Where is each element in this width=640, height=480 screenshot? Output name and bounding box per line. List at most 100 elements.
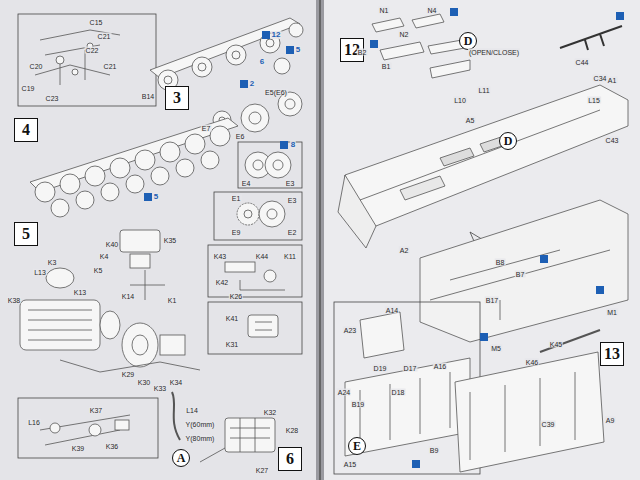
step-label: 13 [604,346,620,362]
section-letter-circle: D [459,32,477,50]
step-5-drawing-part [132,335,148,355]
part-number: A2 [399,247,410,254]
instruction-icons-part [412,460,420,468]
step-number-box: 3 [165,86,189,110]
step-3-drawing-part [192,57,212,77]
step-3-drawing-part [249,112,261,124]
part-number: B2 [357,49,368,56]
step-number-box: 13 [600,342,624,366]
step-4-drawing-part [253,160,263,170]
step-5-drawing-part [89,424,101,436]
part-number: Y(60mm) [185,421,216,428]
part-number: K27 [255,467,269,474]
part-number: A1 [607,77,618,84]
section-letter-circle: D [499,132,517,150]
part-number: K33 [153,385,167,392]
part-number: K43 [213,253,227,260]
step-4-drawing-part [273,160,283,170]
instruction-icons-part [596,286,604,294]
step-4-drawing-part [185,134,205,154]
part-number: E6 [235,133,246,140]
part-number: K1 [167,297,178,304]
step-4-drawing-part [201,151,219,169]
part-number: K46 [525,359,539,366]
part-number: B19 [351,401,365,408]
step-number-box: 4 [14,118,38,142]
instruction-icons-part [240,80,248,88]
step-3-drawing-part [226,45,246,65]
part-number: L11 [477,87,490,94]
part-number: L13 [33,269,47,276]
part-number: M5 [490,345,502,352]
part-number: A5 [465,117,476,124]
part-number: K35 [163,237,177,244]
part-number: B17 [485,297,499,304]
part-number: C19 [21,85,36,92]
section-letter-circle: E [348,437,366,455]
instruction-icons-part [280,141,288,149]
step-4-drawing-part [210,126,230,146]
part-number: D19 [373,365,388,372]
step-5-drawing-part [130,254,150,268]
part-number: L14 [185,407,199,414]
part-number: A23 [343,327,357,334]
detail-frame [208,302,302,354]
detail-frame [18,14,156,106]
step-3-drawing-part [164,76,172,84]
step-5-drawing-part [115,420,129,430]
part-number: C15 [89,19,104,26]
part-number: K30 [137,379,151,386]
part-number: A24 [337,389,351,396]
quantity-number: 5 [295,46,301,54]
step-12-drawing-part [400,176,445,200]
step-5-drawing-part [120,230,160,252]
part-number: E5(E6) [264,89,288,96]
part-number: E9 [231,229,242,236]
section-letter-circle: A [172,449,190,467]
part-number: C20 [29,63,44,70]
left-page [0,0,318,480]
part-number: A9 [605,417,616,424]
step-4-drawing-part [259,201,285,227]
part-number: K45 [549,341,563,348]
right-page [322,0,640,480]
part-number: B9 [429,447,440,454]
step-3-drawing-part [72,69,78,75]
step-4-drawing-part [60,174,80,194]
step-4-drawing-part [101,183,119,201]
part-number: K14 [121,293,135,300]
instruction-icons-part [540,255,548,263]
step-label: 5 [22,226,30,242]
step-3-drawing [18,14,303,132]
part-number: K28 [285,427,299,434]
part-number: E4 [241,180,252,187]
part-number: C23 [45,95,60,102]
part-number: K36 [105,443,119,450]
step-5-drawing-part [160,335,185,355]
part-number: K41 [225,315,239,322]
part-number: C43 [605,137,620,144]
instruction-icons [144,8,624,468]
detail-frame [208,245,302,297]
step-4-drawing-part [244,210,252,218]
part-number: N2 [399,31,410,38]
step-4-drawing-part [267,209,277,219]
step-13-drawing-part [470,372,575,460]
step-12-drawing-part [380,42,424,60]
instruction-icons-part [616,12,624,20]
parts-sketch [35,30,120,85]
part-number: (OPEN/CLOSE) [468,49,520,56]
part-number: E3 [285,180,296,187]
step-4-drawing-part [160,142,180,162]
part-number: K32 [263,409,277,416]
instruction-icons-part [286,46,294,54]
part-number: A14 [385,307,399,314]
part-number: L15 [587,97,601,104]
part-number: K39 [71,445,85,452]
step-12-drawing-part [412,14,444,28]
chassis-beam [150,18,300,78]
step-12-drawing-part [430,250,610,320]
part-number: K11 [283,253,297,260]
step-3-drawing-part [56,56,64,64]
quantity-number: 5 [153,193,159,201]
